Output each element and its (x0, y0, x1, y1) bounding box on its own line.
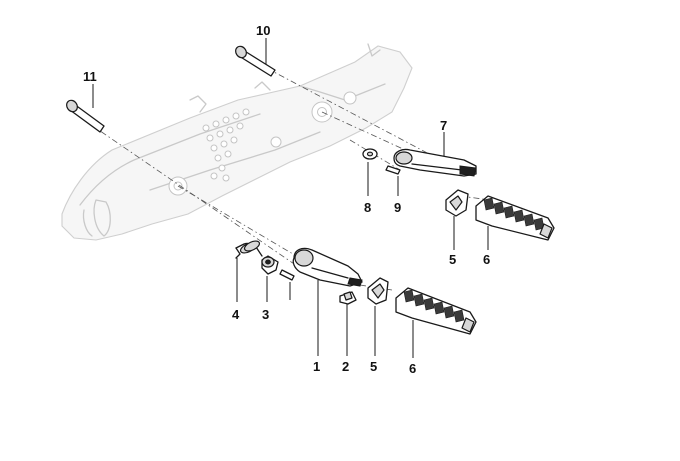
callout-10: 10 (256, 23, 270, 38)
bracket-holes (202, 108, 250, 182)
callouts: 11 10 7 8 9 5 6 4 3 1 2 5 6 (83, 23, 490, 376)
callout-7: 7 (440, 118, 447, 133)
callout-6-rear: 6 (483, 252, 490, 267)
holder-5-rear (445, 189, 469, 250)
callout-6-front: 6 (409, 361, 416, 376)
callout-5-rear: 5 (449, 252, 456, 267)
callout-4: 4 (232, 307, 240, 322)
callout-11: 11 (83, 69, 97, 84)
split-pin-small (279, 269, 295, 300)
clip-2 (339, 291, 357, 356)
foot-peg-rubber-6-front (395, 287, 477, 358)
callout-9: 9 (394, 200, 401, 215)
callout-8: 8 (364, 200, 371, 215)
rubber-ribs-front (403, 289, 465, 323)
callout-2: 2 (342, 359, 349, 374)
holder-5-front (367, 277, 389, 356)
bolt-11 (66, 84, 105, 133)
callout-1: 1 (313, 359, 320, 374)
bushing-3 (261, 255, 279, 302)
bolt-10 (235, 38, 276, 77)
footrest-arm-7 (393, 132, 477, 177)
callout-3: 3 (262, 307, 269, 322)
footrest-arm-1 (292, 247, 363, 356)
spring-4 (235, 240, 263, 302)
washer-8 (362, 148, 378, 196)
callout-5-front: 5 (370, 359, 377, 374)
bracket-ghost (61, 43, 413, 241)
foot-peg-rubber-6-rear (475, 195, 555, 250)
rubber-ribs-rear (483, 197, 545, 231)
pin-9 (385, 165, 401, 196)
